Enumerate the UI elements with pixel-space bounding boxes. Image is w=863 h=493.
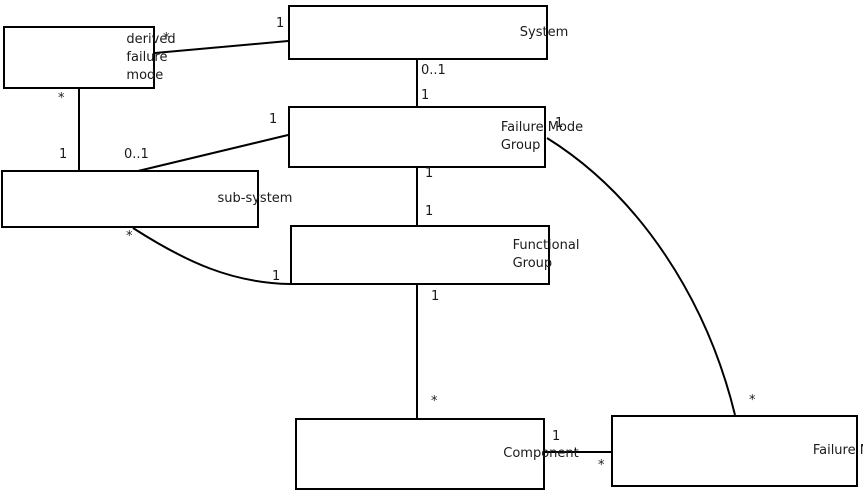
mult-dfm-to-system-near: * [163,31,170,46]
mult-fmg-to-fg-near: 1 [425,166,434,181]
mult-subsystem-to-dfm-near: 1 [59,147,68,162]
mult-fmg-to-fm-near: 1 [555,116,564,131]
mult-component-to-fm-near: 1 [552,429,561,444]
class-node-label-functional-group: Functional Group [512,238,580,271]
mult-dfm-to-subsystem-near: * [58,91,65,106]
class-node-label-system: System [519,24,569,40]
mult-system-to-fmg-near: 0..1 [421,63,446,78]
class-node-system[interactable]: System [288,5,568,60]
mult-fm-to-fmg-near: * [749,393,756,408]
class-node-label-component: Component [503,446,579,461]
class-node-derived-failure-mode[interactable]: derived failure mode [3,26,176,89]
association-edge-sub-system--functional-group [132,227,291,285]
class-node-sub-system[interactable]: sub-system [1,170,292,228]
mult-system-to-dfm-near: 1 [276,16,285,31]
class-node-functional-group[interactable]: Functional Group [290,225,579,285]
mult-fm-to-component-near: * [598,458,605,473]
mult-component-to-fg-near: * [431,394,438,409]
mult-fmg-to-subsystem-near: 1 [269,112,278,127]
class-node-failure-mode-group[interactable]: Failure Mode Group [288,106,583,168]
class-node-component[interactable]: Component [295,418,579,490]
class-node-label-failure-mode: Failure Mode [812,443,863,458]
mult-fmg-to-system-near: 1 [421,88,430,103]
association-edge-failure-mode-group--failure-mode [546,137,736,416]
class-node-label-sub-system: sub-system [217,191,293,206]
class-node-label-derived-failure-mode: derived failure mode [126,31,176,83]
class-node-label-failure-mode-group: Failure Mode Group [500,120,584,153]
mult-fg-to-subsystem-near: 1 [272,269,281,284]
mult-fg-to-component-near: 1 [431,289,440,304]
mult-subsystem-to-fg-near: * [126,229,133,244]
mult-subsystem-to-fmg-near: 0..1 [124,147,149,162]
association-edge-sub-system--failure-mode-group [137,134,289,172]
mult-fg-to-fmg-near: 1 [425,204,434,219]
class-node-failure-mode[interactable]: Failure Mode [611,415,863,487]
